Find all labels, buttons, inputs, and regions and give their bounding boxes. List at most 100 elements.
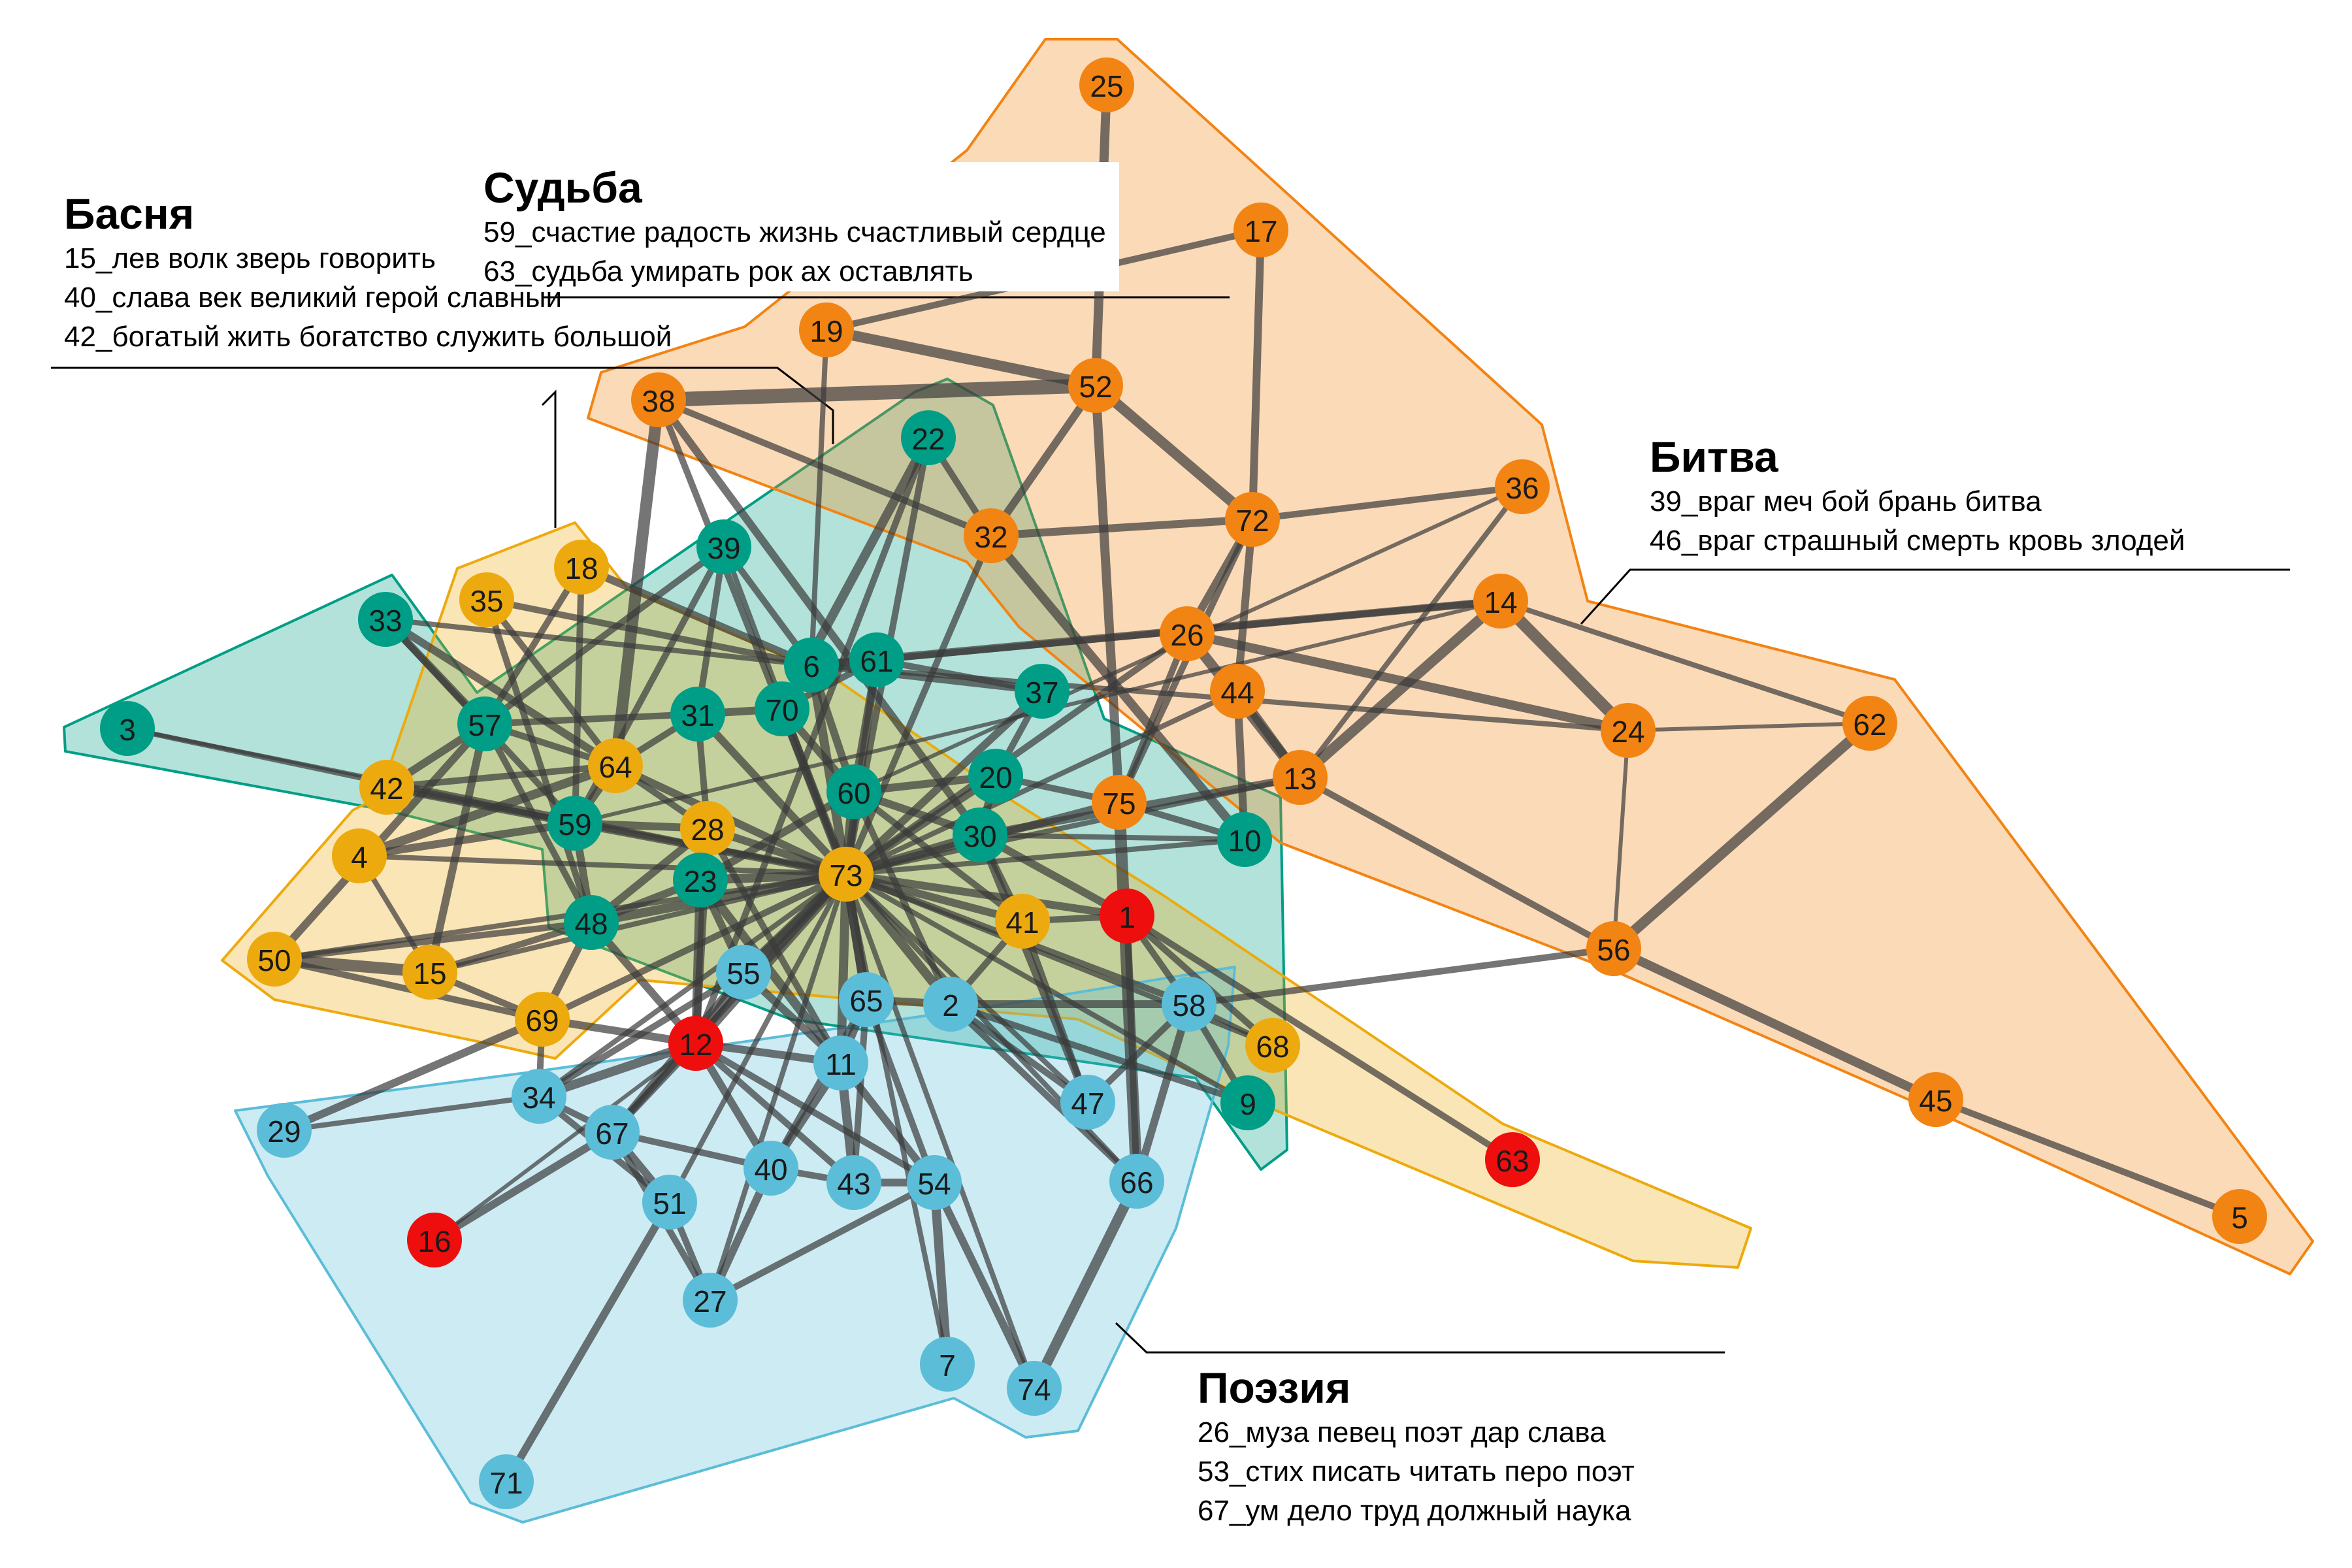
- edge-32-72: [987, 515, 1256, 540]
- node-18: 18: [554, 540, 609, 595]
- node-label: 23: [683, 864, 717, 898]
- node-label: 1: [1119, 900, 1135, 934]
- node-72: 72: [1225, 492, 1280, 547]
- node-label: 55: [727, 956, 760, 990]
- node-circle: [755, 681, 809, 736]
- node-23: 23: [673, 853, 728, 907]
- edge-35-64: [483, 596, 619, 769]
- node-circle: [407, 1213, 462, 1267]
- node-58: 58: [1162, 977, 1217, 1032]
- node-circle: [920, 1337, 975, 1392]
- node-label: 17: [1244, 214, 1277, 248]
- edge-56-45: [1609, 944, 1940, 1104]
- node-label: 5: [2231, 1201, 2248, 1235]
- node-label: 11: [825, 1047, 857, 1081]
- node-54: 54: [907, 1155, 962, 1210]
- node-35: 35: [459, 572, 514, 627]
- node-label: 6: [803, 649, 820, 683]
- edge-34-73: [536, 872, 849, 1099]
- node-circle: [1233, 203, 1288, 257]
- edge-16-67: [431, 1128, 616, 1244]
- edge-42-73: [384, 785, 849, 877]
- node-5: 5: [2212, 1189, 2267, 1244]
- node-circle: [1092, 775, 1147, 830]
- legend-poeziya: Поэзия 26_муза певец поэт дар слава 53_с…: [1198, 1362, 1635, 1531]
- node-circle: [680, 801, 735, 856]
- node-label: 16: [417, 1224, 451, 1258]
- node-label: 69: [525, 1004, 559, 1037]
- node-label: 45: [1919, 1084, 1952, 1118]
- edge-31-39: [694, 544, 727, 717]
- legend-bitva: Битва 39_враг меч бой брань битва 46_вра…: [1650, 431, 2185, 561]
- node-circle: [332, 828, 387, 883]
- node-label: 4: [351, 840, 368, 874]
- node-50: 50: [247, 932, 302, 987]
- node-circle: [247, 932, 302, 987]
- node-10: 10: [1217, 812, 1272, 867]
- edge-67-73: [609, 871, 849, 1135]
- node-circle: [402, 945, 457, 1000]
- node-12: 12: [668, 1016, 723, 1071]
- node-label: 50: [257, 943, 291, 977]
- node-label: 34: [522, 1081, 555, 1115]
- node-circle: [964, 508, 1019, 563]
- legend-topic: 42_богатый жить богатство служить большо…: [64, 321, 672, 353]
- node-circle: [1601, 703, 1656, 758]
- node-circle: [358, 592, 413, 647]
- node-circle: [457, 696, 512, 751]
- node-29: 29: [257, 1103, 312, 1158]
- node-label: 30: [963, 819, 996, 853]
- node-circle: [1273, 750, 1328, 805]
- node-circle: [784, 638, 839, 693]
- edge-44-73: [843, 689, 1240, 877]
- node-57: 57: [457, 696, 512, 751]
- node-label: 43: [837, 1167, 870, 1201]
- node-73: 73: [819, 847, 874, 902]
- node-label: 65: [849, 984, 883, 1018]
- edge-38-30: [655, 396, 984, 839]
- node-circle: [1586, 921, 1641, 976]
- node-circle: [515, 992, 570, 1047]
- node-label: 61: [860, 644, 893, 678]
- node-36: 36: [1495, 459, 1550, 514]
- node-label: 64: [598, 750, 632, 784]
- node-label: 32: [974, 520, 1007, 554]
- node-circle: [642, 1175, 697, 1230]
- node-label: 71: [489, 1466, 523, 1500]
- edge-38-64: [610, 394, 664, 772]
- edge-27-73: [708, 872, 849, 1303]
- node-label: 38: [642, 384, 675, 418]
- node-60: 60: [826, 764, 881, 819]
- node-circle: [826, 1155, 881, 1210]
- edge-18-59: [572, 564, 585, 826]
- node-circle: [1100, 889, 1154, 943]
- node-circle: [819, 847, 874, 902]
- node-circle: [1015, 664, 1070, 719]
- edge-18-57: [482, 564, 585, 727]
- node-48: 48: [564, 895, 619, 950]
- edge-19-52: [821, 325, 1101, 391]
- edge-17-72: [1249, 226, 1265, 523]
- node-31: 31: [670, 687, 725, 742]
- node-circle: [1485, 1132, 1540, 1187]
- edge-39-57: [482, 544, 727, 727]
- node-label: 22: [911, 422, 945, 456]
- node-32: 32: [964, 508, 1019, 563]
- node-circle: [683, 1273, 738, 1328]
- node-circle: [2212, 1189, 2267, 1244]
- node-34: 34: [512, 1069, 566, 1124]
- node-circle: [1068, 358, 1123, 413]
- node-63: 63: [1485, 1132, 1540, 1187]
- edge-27-54: [707, 1179, 938, 1303]
- node-circle: [1473, 574, 1528, 629]
- node-68: 68: [1245, 1018, 1300, 1073]
- node-circle: [547, 796, 602, 851]
- node-27: 27: [683, 1273, 738, 1328]
- node-label: 72: [1235, 504, 1269, 538]
- node-43: 43: [826, 1155, 881, 1210]
- node-45: 45: [1908, 1072, 1963, 1127]
- node-circle: [257, 1103, 312, 1158]
- node-label: 31: [681, 698, 714, 732]
- node-circle: [100, 701, 155, 756]
